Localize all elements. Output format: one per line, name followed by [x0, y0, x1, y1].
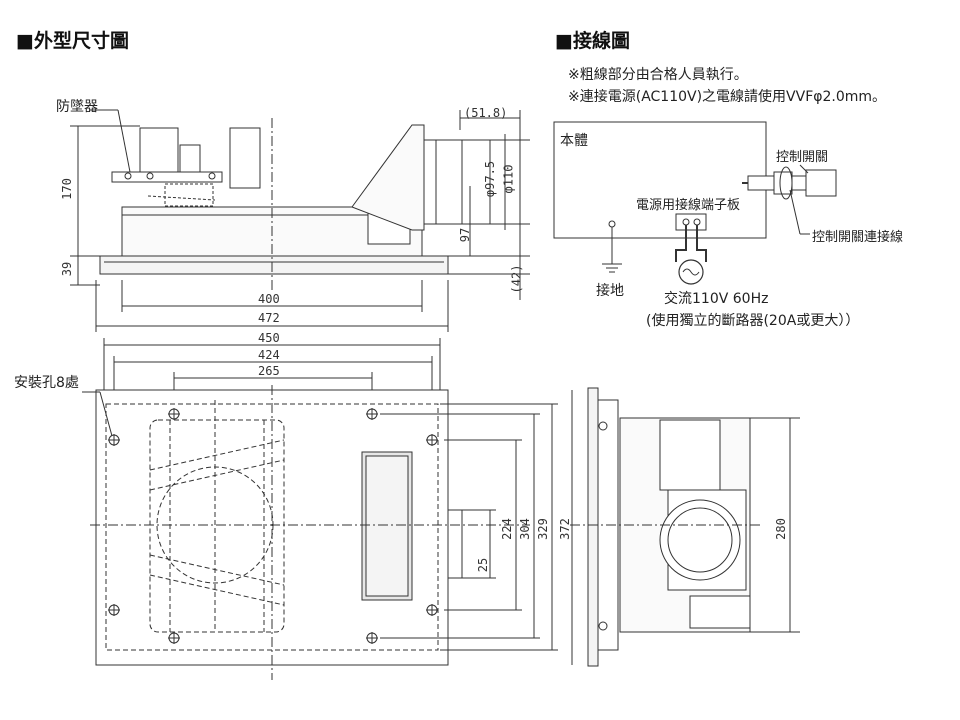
dim-224: 224	[499, 518, 514, 540]
dim-42: (42)	[509, 264, 524, 294]
body-label: 本體	[560, 133, 588, 149]
front-view	[570, 387, 800, 667]
switch-leader	[799, 164, 809, 174]
dim-265: 265	[258, 364, 280, 378]
dim-97: 97	[458, 227, 473, 243]
dim-450: 450	[258, 331, 280, 345]
switch-wire-label: 控制開關連接線	[812, 230, 904, 245]
backdraft-damper-label: 防墜器	[56, 99, 98, 115]
dim-400: 400	[258, 292, 280, 306]
side-elevation	[70, 109, 530, 332]
outline-section-title: ■外型尺寸圖	[16, 30, 129, 52]
wiring-diagram	[553, 121, 837, 285]
plan-view	[82, 338, 573, 680]
dim-25: 25	[476, 557, 491, 573]
mount-holes-label: 安裝孔8處	[14, 375, 79, 391]
dim-51-8: (51.8)	[464, 106, 508, 120]
dim-39: 39	[60, 261, 75, 277]
dim-329: 329	[535, 518, 550, 540]
dim-280: 280	[773, 518, 788, 540]
dim-372: 372	[557, 518, 572, 540]
switch-label: 控制開關	[776, 150, 829, 165]
power-label: 交流110V 60Hz	[664, 291, 769, 307]
note-thick-line: ※粗線部分由合格人員執行。	[568, 67, 748, 83]
wiring-section-title: ■接線圖	[555, 30, 630, 52]
dim-424: 424	[258, 348, 280, 362]
ground-label: 接地	[596, 283, 624, 299]
dim-phi-97-5: φ97.5	[483, 160, 498, 198]
dim-472: 472	[258, 311, 280, 325]
dim-phi-110: φ110	[501, 164, 516, 194]
dim-304: 304	[517, 518, 532, 540]
terminal-block-label: 電源用接線端子板	[636, 198, 741, 213]
breaker-label: (使用獨立的斷路器(20A或更大））	[646, 313, 860, 329]
dim-170: 170	[59, 178, 74, 200]
note-wire-spec: ※連接電源(AC110V)之電線請使用VVFφ2.0mm。	[568, 89, 887, 105]
